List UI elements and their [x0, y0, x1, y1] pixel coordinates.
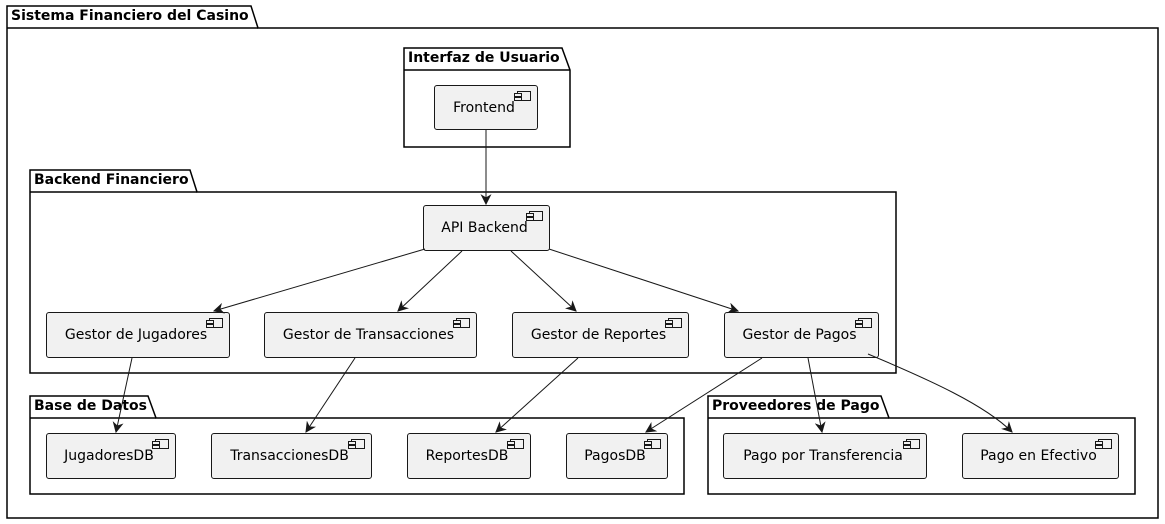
package-ui-title: Interfaz de Usuario — [408, 50, 560, 66]
component-gestor-transacciones-label: Gestor de Transacciones — [282, 327, 455, 343]
package-providers-title: Proveedores de Pago — [712, 398, 880, 414]
component-icon — [206, 318, 223, 328]
component-pago-efectivo: Pago en Efectivo — [962, 433, 1119, 479]
component-pagos-db: PagosDB — [566, 433, 668, 479]
package-outer-frame — [6, 5, 1159, 519]
component-frontend: Frontend — [434, 85, 538, 130]
component-api-backend-label: API Backend — [441, 220, 528, 236]
component-icon — [526, 211, 543, 221]
component-pago-transferencia: Pago por Transferencia — [723, 433, 927, 479]
component-icon — [348, 439, 365, 449]
arrow-api-to-gestor-pagos — [548, 248, 740, 314]
package-outer-title: Sistema Financiero del Casino — [11, 8, 249, 24]
component-gestor-transacciones: Gestor de Transacciones — [264, 312, 477, 358]
component-api-backend: API Backend — [423, 205, 550, 251]
component-icon — [644, 439, 661, 449]
arrow-api-to-gestor-transacciones — [397, 250, 463, 312]
package-db-title: Base de Datos — [34, 398, 147, 414]
arrow-gestor-pagos-to-pagos-db — [645, 357, 763, 433]
component-pagos-db-label: PagosDB — [584, 448, 646, 464]
arrow-api-to-gestor-reportes — [510, 250, 577, 312]
package-providers-frame — [707, 395, 1136, 495]
component-gestor-reportes: Gestor de Reportes — [512, 312, 689, 358]
package-backend-title: Backend Financiero — [34, 172, 189, 188]
component-reportes-db: ReportesDB — [407, 433, 531, 479]
component-jugadores-db-label: JugadoresDB — [64, 448, 154, 464]
component-icon — [453, 318, 470, 328]
package-backend-frame — [29, 169, 897, 374]
component-icon — [514, 91, 531, 101]
component-gestor-jugadores-label: Gestor de Jugadores — [64, 327, 208, 343]
component-frontend-label: Frontend — [453, 99, 515, 116]
component-icon — [903, 439, 920, 449]
component-transacciones-db-label: TransaccionesDB — [230, 448, 349, 464]
arrow-gestor-reportes-to-reportes-db — [495, 357, 579, 433]
component-icon — [507, 439, 524, 449]
component-pago-transferencia-label: Pago por Transferencia — [743, 448, 903, 464]
component-pago-efectivo-label: Pago en Efectivo — [980, 448, 1097, 464]
package-db-frame — [29, 395, 685, 495]
arrow-gestor-jugadores-to-jugadores-db — [112, 357, 133, 434]
arrow-api-to-gestor-jugadores — [212, 248, 426, 314]
arrow-gestor-pagos-to-pago-transferencia — [807, 357, 826, 434]
component-gestor-pagos-label: Gestor de Pagos — [742, 327, 857, 343]
component-reportes-db-label: ReportesDB — [425, 448, 509, 464]
arrow-gestor-pagos-to-pago-efectivo — [867, 353, 1013, 433]
component-gestor-reportes-label: Gestor de Reportes — [530, 327, 667, 343]
arrow-gestor-transacciones-to-transacciones-db — [305, 357, 356, 433]
component-icon — [855, 318, 872, 328]
component-icon — [152, 439, 169, 449]
package-ui-frame — [403, 47, 571, 148]
component-jugadores-db: JugadoresDB — [46, 433, 176, 479]
component-icon — [1095, 439, 1112, 449]
component-transacciones-db: TransaccionesDB — [211, 433, 372, 479]
component-gestor-pagos: Gestor de Pagos — [724, 312, 879, 358]
component-icon — [665, 318, 682, 328]
component-gestor-jugadores: Gestor de Jugadores — [46, 312, 230, 358]
